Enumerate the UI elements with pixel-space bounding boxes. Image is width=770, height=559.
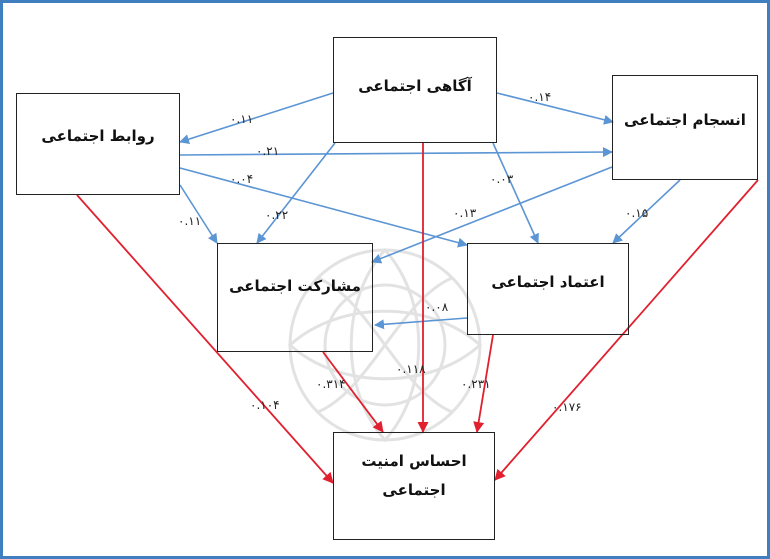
node-social-awareness-label: آگاهی اجتماعی — [358, 77, 472, 95]
node-social-relations: روابط اجتماعی — [16, 93, 180, 195]
coef-trust-participation: ۰.۰۸ — [425, 300, 449, 314]
edge-participation-security — [322, 351, 384, 433]
coef-awareness-cohesion: ۰.۱۴ — [528, 90, 552, 104]
node-social-cohesion-label: انسجام اجتماعی — [624, 111, 746, 129]
edge-awareness-relations — [179, 92, 334, 145]
edge-trust-participation — [374, 317, 468, 330]
node-social-participation: مشارکت اجتماعی — [217, 243, 373, 352]
coef-trust-security: ۰.۲۳۱ — [461, 377, 491, 391]
coef-cohesion-participation: ۰.۱۳ — [453, 206, 477, 220]
coef-awareness-security: ۰.۱۱۸ — [396, 362, 426, 376]
node-social-participation-label: مشارکت اجتماعی — [229, 277, 361, 295]
coef-relations-trust: ۰.۰۴ — [230, 172, 254, 186]
coef-participation-security: ۰.۳۱۴ — [316, 377, 346, 391]
edge-cohesion-trust — [612, 179, 681, 244]
edge-relations-participation — [179, 184, 218, 244]
coef-relations-participation: ۰.۱۱ — [178, 214, 202, 228]
edge-cohesion-security — [494, 179, 759, 481]
node-social-trust: اعتماد اجتماعی — [467, 243, 629, 335]
edge-relations-trust — [179, 167, 468, 248]
coef-cohesion-security: ۰.۱۷۶ — [552, 400, 582, 414]
node-social-awareness: آگاهی اجتماعی — [333, 37, 497, 143]
edge-trust-security — [473, 334, 494, 433]
edge-awareness-trust — [492, 142, 539, 244]
edge-relations-security — [76, 194, 334, 484]
coef-cohesion-trust: ۰.۱۵ — [625, 206, 649, 220]
coef-awareness-relations: ۰.۱۱ — [230, 112, 254, 126]
coef-awareness-trust: ۰.۰۳ — [490, 172, 514, 186]
edge-awareness-participation — [256, 142, 336, 244]
node-social-relations-label: روابط اجتماعی — [41, 127, 155, 145]
node-social-security-label-line2: اجتماعی — [382, 480, 446, 499]
edge-relations-cohesion — [179, 147, 613, 158]
coef-relations-cohesion: ۰.۲۱ — [256, 144, 280, 158]
node-social-security-label-line1: احساس امنیت — [361, 452, 467, 470]
node-social-cohesion: انسجام اجتماعی — [612, 75, 758, 180]
coef-awareness-participation: ۰.۲۲ — [265, 208, 289, 222]
watermark-ornament — [287, 247, 483, 443]
coef-relations-security: ۰.۱۰۴ — [250, 398, 280, 412]
node-social-security: احساس امنیت اجتماعی — [333, 432, 495, 540]
node-social-trust-label: اعتماد اجتماعی — [491, 273, 605, 291]
edge-cohesion-participation — [371, 166, 613, 264]
edge-awareness-cohesion — [496, 92, 614, 125]
